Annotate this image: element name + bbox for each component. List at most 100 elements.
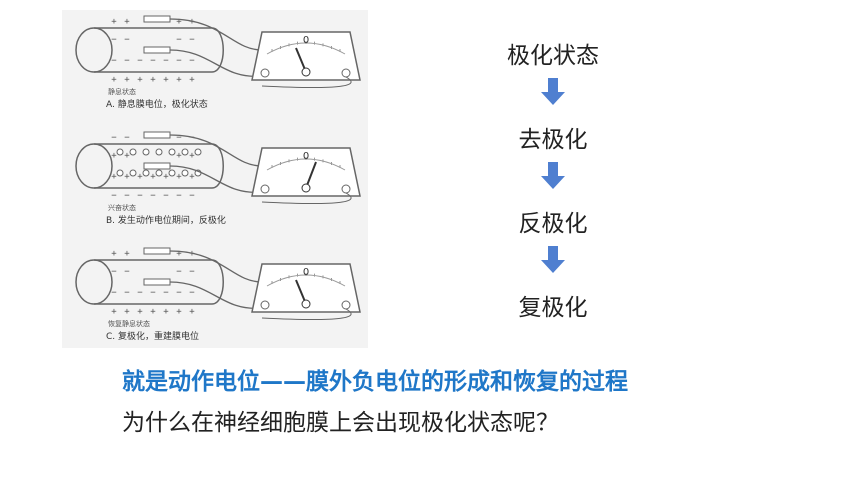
wire-outer [169, 134, 263, 167]
wire-inner [169, 281, 263, 309]
ion-channel [116, 148, 124, 156]
charge-sign: − [137, 191, 143, 201]
inner-electrode [143, 46, 171, 54]
galvanometer-body [251, 31, 361, 81]
outer-electrode [143, 15, 171, 23]
charge-sign: + [111, 75, 117, 85]
ion-channel [181, 148, 189, 156]
charge-sign: − [111, 191, 117, 201]
needle-pivot [301, 67, 311, 77]
charge-sign: − [163, 56, 169, 66]
charge-sign: + [189, 17, 195, 27]
return-wire [261, 76, 352, 89]
zero-label: 0 [303, 35, 309, 46]
outer-electrode [143, 131, 171, 139]
charge-sign: − [189, 133, 195, 143]
stage-depolarization: 去极化 [518, 127, 588, 153]
polarization-question: 为什么在神经细胞膜上会出现极化状态呢？ [122, 410, 559, 436]
charge-sign: − [137, 56, 143, 66]
charge-sign: + [189, 151, 195, 161]
charge-sign: + [137, 307, 143, 317]
charge-sign: + [124, 75, 130, 85]
charge-sign: − [124, 267, 130, 277]
ion-channel [181, 169, 189, 177]
charge-sign: − [124, 288, 130, 298]
state-label: 兴奋状态 [108, 203, 136, 212]
charge-sign: + [163, 307, 169, 317]
charge-sign: − [189, 56, 195, 66]
inner-electrode [143, 278, 171, 286]
panel-caption: C. 复极化，重建膜电位 [106, 330, 199, 342]
panel-caption: B. 发生动作电位期间，反极化 [106, 214, 226, 226]
down-arrow-icon [541, 246, 565, 273]
charge-sign: + [124, 307, 130, 317]
charge-sign: − [124, 133, 130, 143]
charge-sign: − [176, 56, 182, 66]
charge-sign: + [176, 17, 182, 27]
charge-sign: + [150, 307, 156, 317]
charge-sign: + [176, 307, 182, 317]
outer-electrode [143, 247, 171, 255]
return-wire [261, 192, 352, 205]
charge-sign: + [176, 249, 182, 259]
needle-pivot [301, 299, 311, 309]
charge-sign: + [189, 75, 195, 85]
charge-sign: + [124, 17, 130, 27]
charge-sign: + [124, 249, 130, 259]
charge-sign: − [189, 267, 195, 277]
down-arrow-icon [541, 78, 565, 105]
fiber-end [75, 143, 113, 189]
charge-sign: − [150, 288, 156, 298]
wire-inner [169, 165, 263, 193]
stage-polarization: 极化状态 [507, 43, 599, 69]
charge-sign: + [150, 75, 156, 85]
charge-sign: − [189, 288, 195, 298]
charge-sign: − [124, 191, 130, 201]
charge-sign: + [124, 151, 130, 161]
charge-sign: − [111, 267, 117, 277]
charge-sign: + [150, 172, 156, 182]
wire-inner [169, 49, 263, 77]
charge-sign: − [163, 288, 169, 298]
return-wire [261, 308, 352, 321]
action-potential-definition: 就是动作电位——膜外负电位的形成和恢复的过程 [122, 369, 628, 395]
needle-pivot [301, 183, 311, 193]
charge-sign: − [111, 56, 117, 66]
charge-sign: − [176, 288, 182, 298]
charge-sign: + [111, 151, 117, 161]
charge-sign: − [111, 288, 117, 298]
charge-sign: − [111, 35, 117, 45]
charge-sign: + [163, 172, 169, 182]
ion-channel [194, 148, 202, 156]
ion-channel [129, 148, 137, 156]
ion-channel [116, 169, 124, 177]
charge-sign: − [137, 288, 143, 298]
state-label: 静息状态 [108, 87, 136, 96]
terminal-left [260, 184, 270, 194]
wire-outer [169, 18, 263, 51]
charge-sign: − [176, 133, 182, 143]
charge-sign: + [176, 75, 182, 85]
charge-sign: + [111, 172, 117, 182]
terminal-left [260, 68, 270, 78]
charge-sign: − [124, 35, 130, 45]
wire-outer [169, 250, 263, 283]
zero-label: 0 [303, 267, 309, 278]
ion-channel [168, 169, 176, 177]
stage-reverse-polarization: 反极化 [518, 211, 588, 237]
charge-sign: + [189, 307, 195, 317]
charge-sign: + [176, 151, 182, 161]
terminal-left [260, 300, 270, 310]
charge-sign: + [163, 75, 169, 85]
panel-caption: A. 静息膜电位，极化状态 [106, 98, 208, 110]
charge-sign: + [137, 75, 143, 85]
charge-sign: + [176, 172, 182, 182]
charge-sign: + [111, 307, 117, 317]
charge-sign: − [150, 56, 156, 66]
ion-channel [168, 148, 176, 156]
galvanometer-needle [305, 161, 317, 189]
